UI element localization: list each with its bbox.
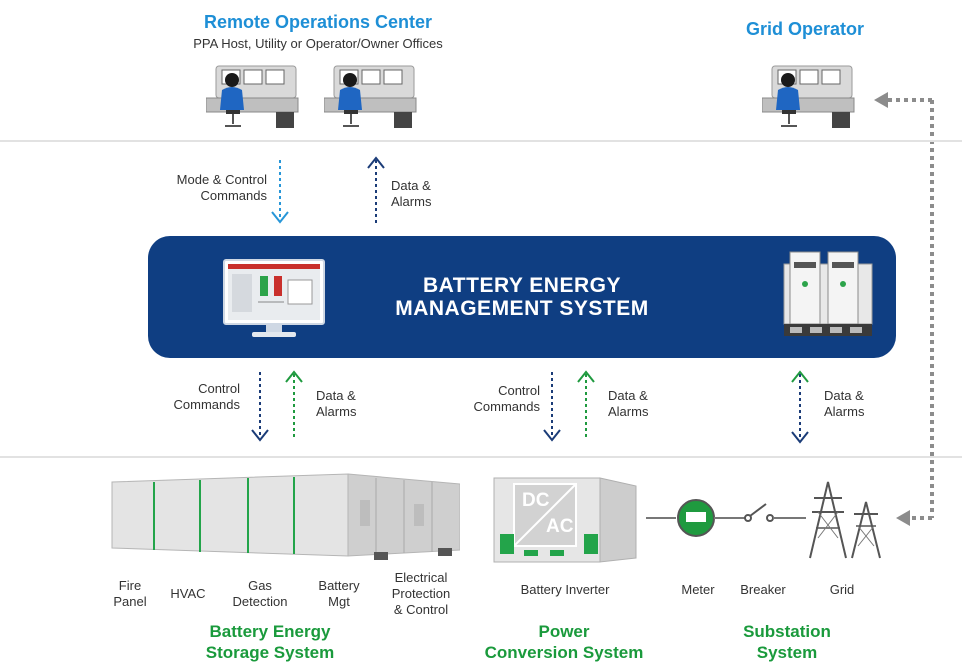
- top-data-alarms-label: Data & Alarms: [391, 178, 432, 209]
- bems-title: BATTERY ENERGY MANAGEMENT SYSTEM: [395, 274, 649, 320]
- bess-title: Battery Energy Storage System: [205, 622, 335, 662]
- controller-hardware-icon: [783, 251, 873, 336]
- battery-inverter-icon: [493, 477, 637, 563]
- breaker-label: Breaker: [740, 582, 786, 597]
- operator-workstation-icon: [324, 65, 417, 128]
- bess-data-arrow: [285, 370, 303, 440]
- battery-container-icon: [111, 473, 460, 560]
- operator-workstation-icon: [762, 65, 855, 128]
- operator-workstation-icon: [206, 65, 299, 128]
- grid-label: Grid: [829, 582, 855, 597]
- dc-label: DC: [522, 490, 550, 511]
- bess-data-alarms-label: Data & Alarms: [316, 388, 357, 419]
- pcs-title: Power Conversion System: [484, 622, 644, 662]
- meter-label: Meter: [681, 582, 715, 597]
- ac-label: AC: [546, 516, 574, 537]
- battery-mgt-label: Battery Mgt: [318, 578, 360, 609]
- top-data-alarms-arrow: [367, 156, 385, 226]
- remote-operations-subtitle: PPA Host, Utility or Operator/Owner Offi…: [193, 36, 443, 51]
- pcs-control-arrow: [543, 372, 561, 442]
- gas-detection-label: Gas Detection: [232, 578, 288, 609]
- pcs-data-arrow: [577, 370, 595, 440]
- substation-line-icon: [646, 481, 881, 559]
- lower-divider: [0, 456, 962, 458]
- upper-divider: [0, 140, 962, 142]
- pcs-data-alarms-label: Data & Alarms: [608, 388, 649, 419]
- monitor-icon: [223, 259, 325, 337]
- bess-control-arrow: [251, 372, 269, 442]
- substation-data-arrow: [791, 370, 809, 444]
- hvac-label: HVAC: [170, 586, 206, 601]
- pcs-control-commands-label: Control Commands: [473, 383, 540, 414]
- bess-control-commands-label: Control Commands: [173, 381, 240, 412]
- battery-inverter-label: Battery Inverter: [520, 582, 610, 597]
- mode-control-label: Mode & Control Commands: [176, 172, 267, 203]
- remote-operations-title: Remote Operations Center: [203, 12, 433, 32]
- mode-control-arrow: [271, 160, 289, 224]
- fire-panel-label: Fire Panel: [113, 578, 147, 609]
- substation-title: Substation System: [743, 622, 831, 662]
- substation-data-alarms-label: Data & Alarms: [824, 388, 865, 419]
- electrical-protection-label: Electrical Protection & Control: [391, 570, 451, 617]
- grid-operator-title: Grid Operator: [745, 19, 865, 39]
- grid-operator-link-arrow: [874, 92, 934, 526]
